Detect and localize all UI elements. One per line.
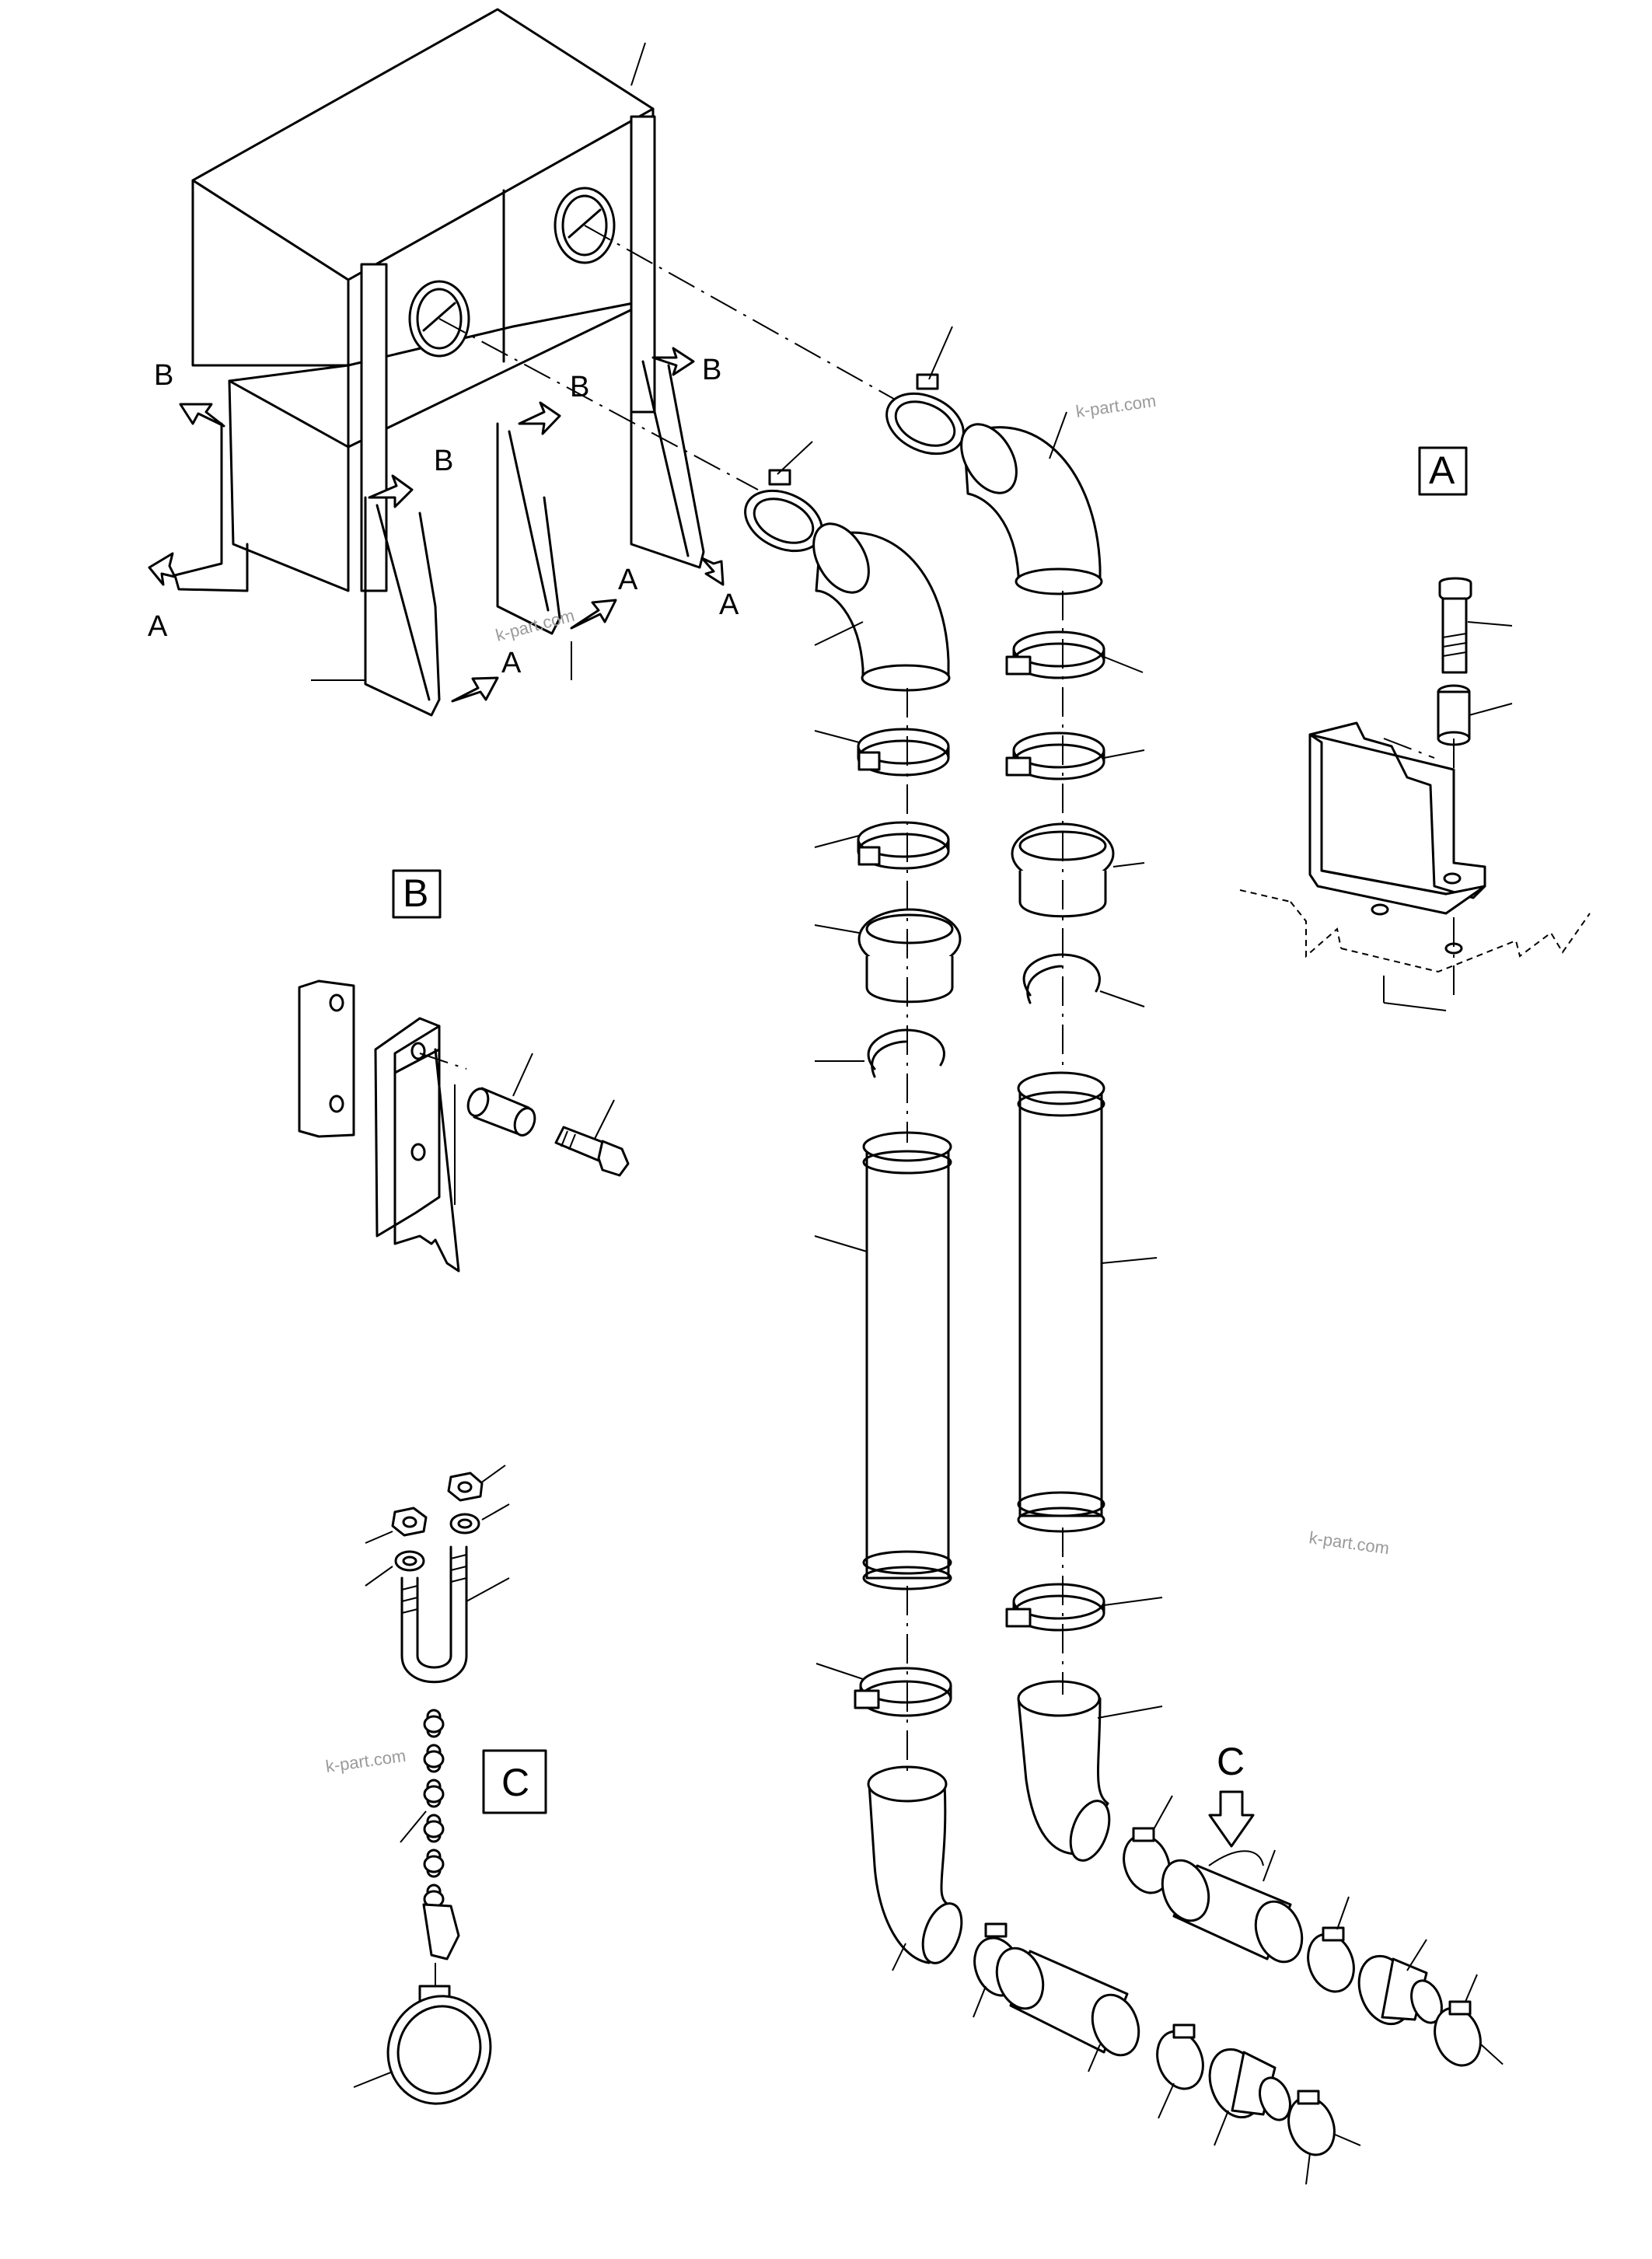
arrow-label-c: C [1217, 1740, 1245, 1783]
watermark-1: k-part.com [1074, 391, 1157, 421]
reducer [1357, 1954, 1443, 2026]
coupling-tube [1161, 1859, 1304, 1964]
detail-view-a: A [1239, 446, 1591, 1011]
cooler-view-labels: B B B B A A A A [148, 354, 739, 679]
washer [449, 1513, 480, 1535]
label-b-4: B [434, 445, 453, 477]
detail-c-box [482, 1749, 547, 1814]
detail-b-bracket [374, 1017, 460, 1273]
chain [422, 1709, 460, 1960]
label-a-4: A [501, 647, 522, 679]
cooler-assembly [173, 8, 705, 717]
watermark-3: k-part.com [1308, 1528, 1390, 1558]
hose-clamp [1005, 1583, 1105, 1632]
label-b-3: B [702, 354, 721, 386]
bolt [1438, 577, 1472, 674]
label-a-2: A [618, 564, 638, 596]
detail-b-box [392, 869, 442, 919]
washer [394, 1550, 425, 1572]
mount-bracket [1308, 721, 1486, 915]
elbow-pipe [812, 522, 951, 692]
label-b-2: B [570, 371, 589, 403]
hex-nut [391, 1507, 428, 1537]
watermark-4: k-part.com [324, 1746, 407, 1776]
label-a-3: A [719, 588, 739, 621]
detail-a-box [1418, 446, 1468, 496]
detail-c-label: C [501, 1761, 529, 1804]
hose-clamp [1005, 630, 1105, 679]
bellows-coupling [857, 908, 962, 1004]
detail-view-b: B [298, 869, 630, 1273]
label-a-1: A [148, 610, 168, 643]
hose-clamp [744, 469, 823, 553]
u-bolt [400, 1545, 468, 1684]
label-b-1: B [154, 359, 173, 392]
reducer [1208, 2048, 1291, 2121]
detail-view-c: C [353, 1465, 547, 2105]
elbow-pipe-lower [1017, 1680, 1111, 1862]
support-legs [173, 352, 705, 717]
hex-nut [447, 1472, 484, 1502]
band-clamp [386, 1985, 492, 2105]
hose-clamp [857, 728, 950, 777]
snap-ring [867, 1028, 945, 1078]
left-pipe-column [744, 441, 1361, 2185]
view-arrow-c: C [1208, 1740, 1255, 1848]
detail-b-label: B [403, 871, 428, 915]
spacer-sleeve-b [466, 1087, 536, 1136]
detail-a-label: A [1429, 449, 1455, 492]
spacer-sleeve [1437, 684, 1471, 746]
straight-pipe [862, 1131, 952, 1590]
snap-ring [1022, 953, 1101, 1004]
bolt-b [554, 1126, 630, 1177]
hose-clamp [885, 373, 965, 456]
hose-clamp [857, 821, 950, 870]
right-pipe-column [885, 326, 1507, 2069]
hose-clamp [854, 1667, 952, 1717]
callout-arrows [148, 347, 725, 703]
elbow-pipe [960, 423, 1103, 595]
elbow-pipe-lower [867, 1765, 963, 1964]
hose-clamp [1005, 731, 1105, 780]
coupling-tube [995, 1947, 1140, 2057]
straight-pipe [1017, 1071, 1105, 1533]
